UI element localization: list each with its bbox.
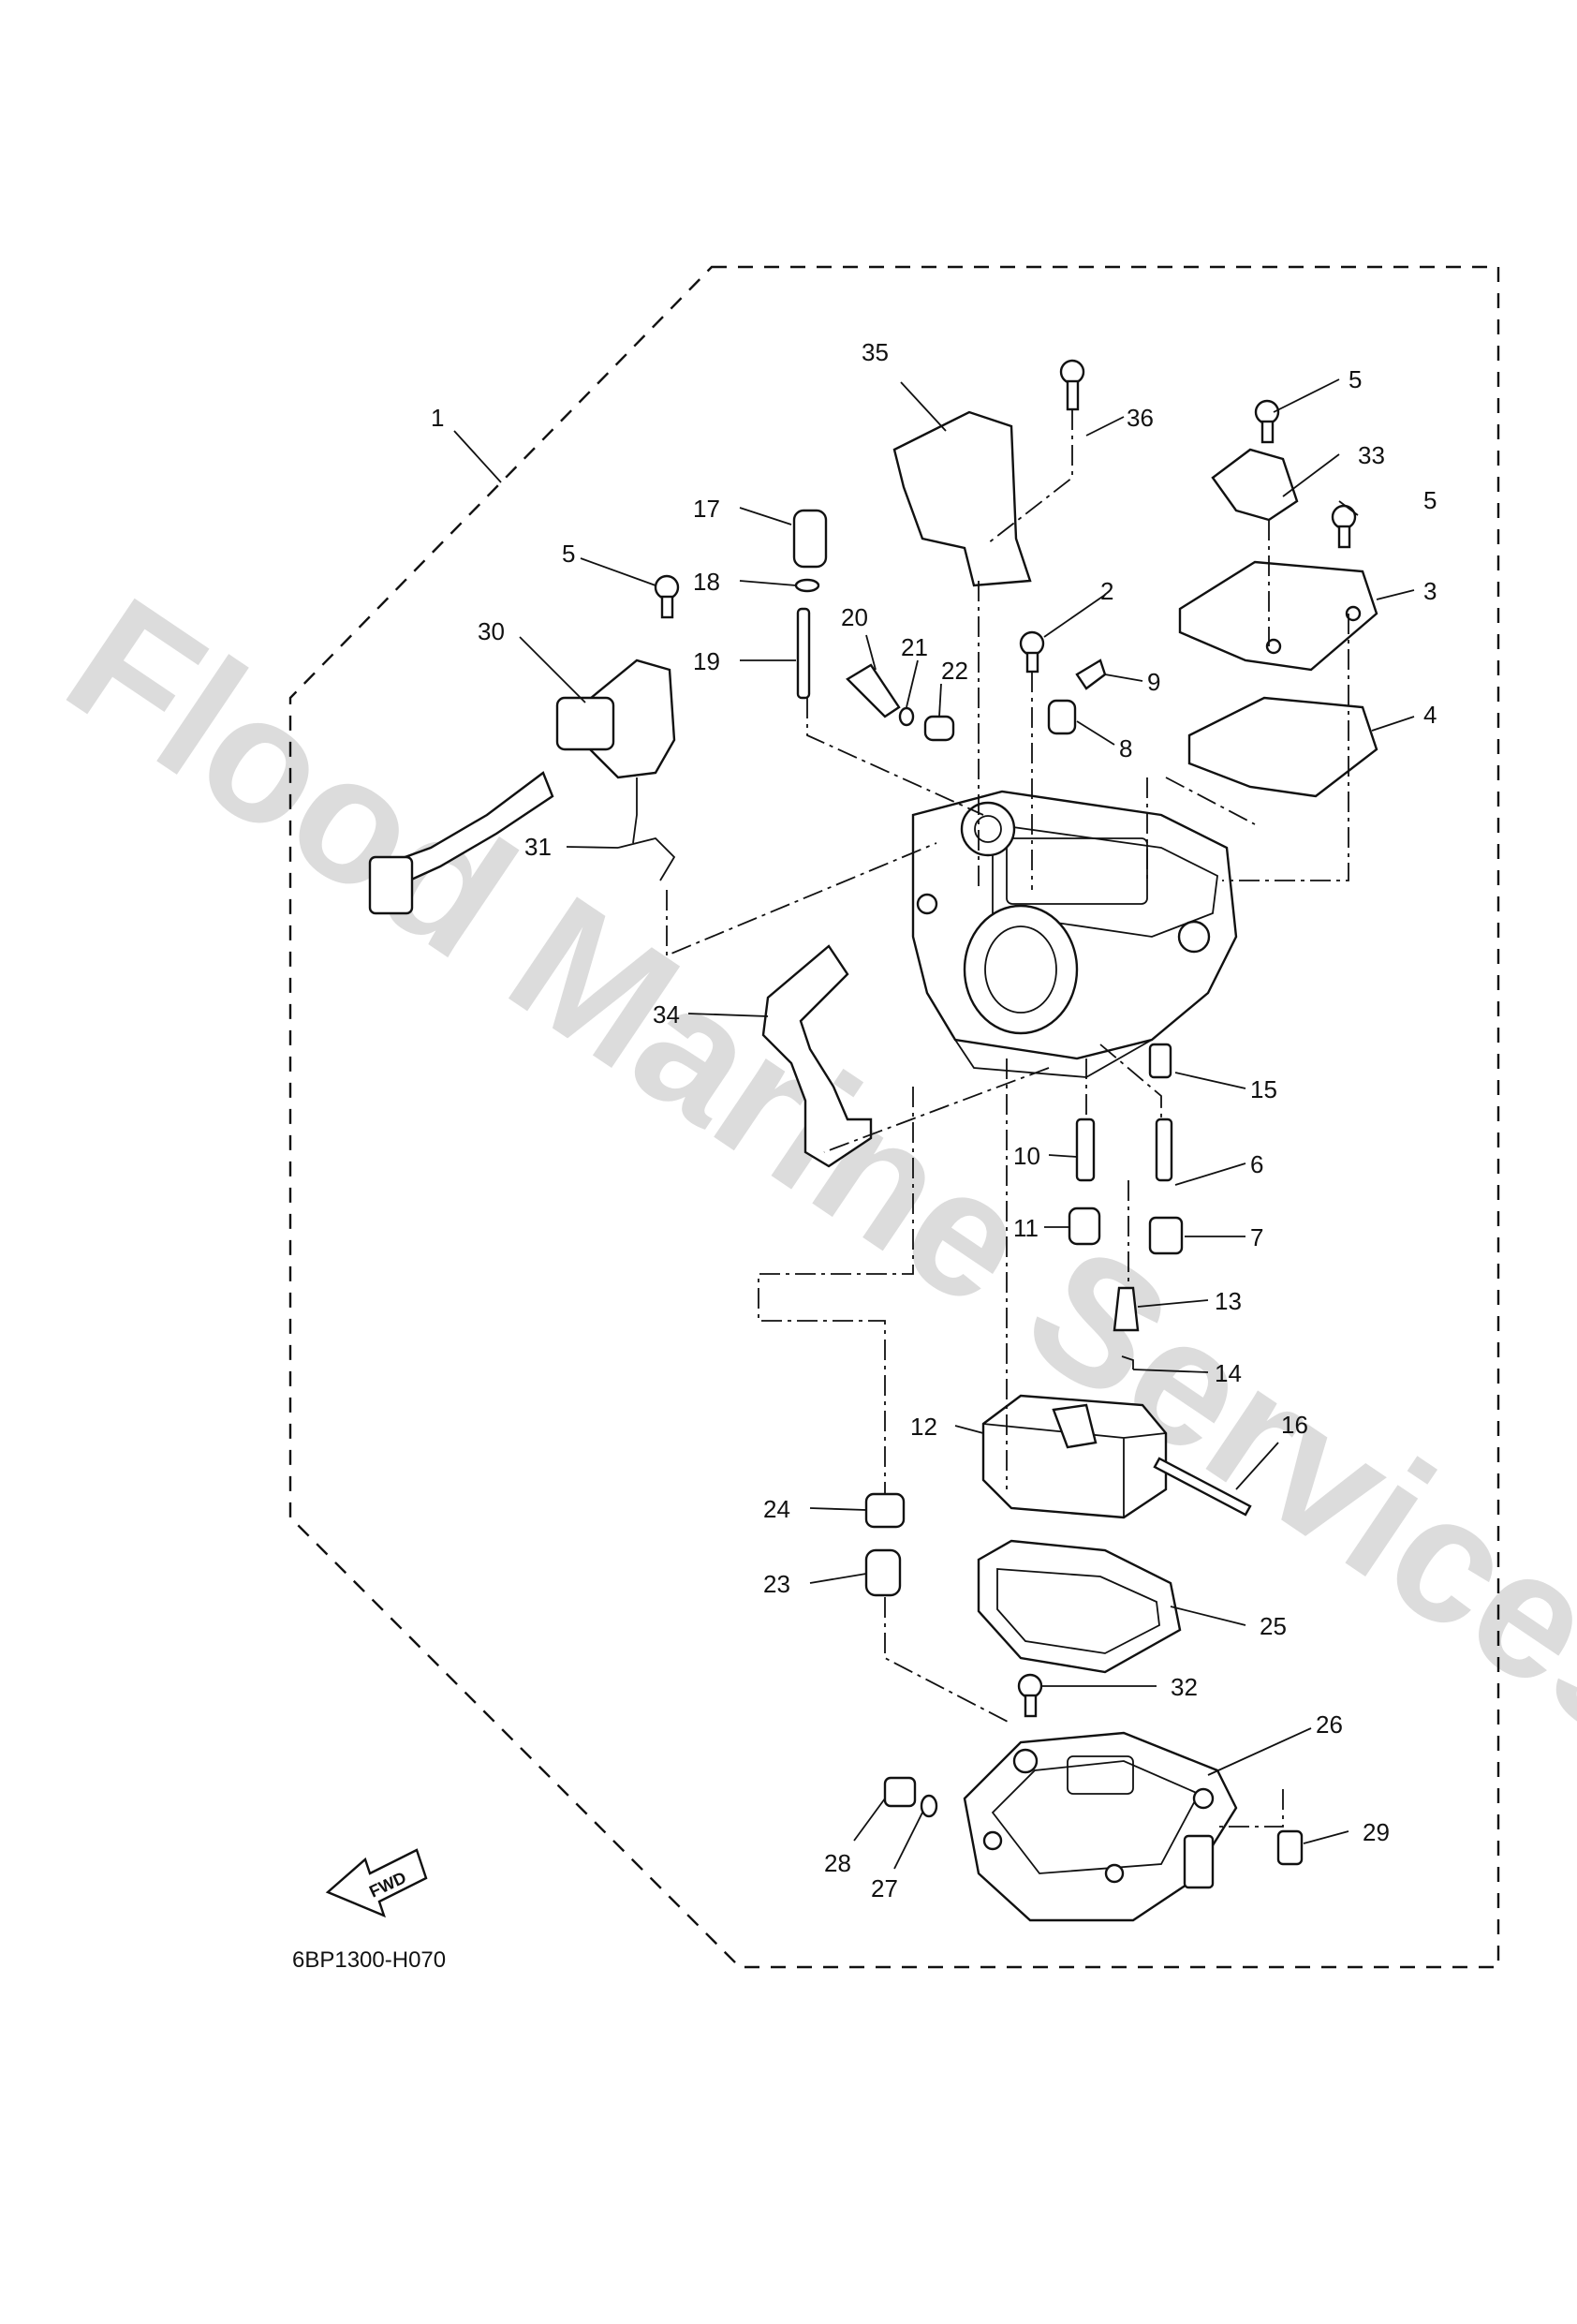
callout-4: 4 (1423, 701, 1437, 729)
callout-14: 14 (1215, 1359, 1242, 1387)
callout-34: 34 (653, 1000, 680, 1029)
float-pin-16 (1153, 1457, 1252, 1517)
callout-8: 8 (1119, 734, 1132, 762)
callout-20: 20 (841, 603, 868, 631)
float (981, 1394, 1168, 1519)
fuel-enrichment-solenoid (368, 659, 676, 915)
callout-5a: 5 (562, 540, 575, 568)
callout-13: 13 (1215, 1287, 1242, 1315)
bracket-33 (1211, 448, 1299, 522)
callout-29: 29 (1363, 1818, 1390, 1846)
callout-1: 1 (431, 404, 444, 432)
callout-labels: 1 2 3 4 5 5 5 6 7 8 9 10 11 12 13 14 15 … (431, 338, 1437, 1902)
callout-5c: 5 (1423, 486, 1437, 514)
callout-23: 23 (763, 1570, 790, 1598)
callout-31: 31 (524, 833, 552, 861)
gasket-25 (977, 1539, 1182, 1674)
cover-3 (1178, 560, 1378, 672)
callout-36: 36 (1127, 404, 1154, 432)
callout-33: 33 (1358, 441, 1385, 469)
alignment-lines (666, 409, 1349, 1828)
callout-22: 22 (941, 657, 968, 685)
callout-7: 7 (1250, 1223, 1263, 1251)
callout-12: 12 (910, 1413, 937, 1441)
callout-19: 19 (693, 647, 720, 675)
diagram-code: 6BP1300-H070 (292, 1947, 446, 1973)
bracket-35 (892, 410, 1032, 587)
callout-10: 10 (1013, 1142, 1040, 1170)
callout-21: 21 (901, 633, 928, 661)
callout-16: 16 (1281, 1411, 1308, 1439)
callout-26: 26 (1316, 1710, 1343, 1739)
callout-25: 25 (1260, 1612, 1287, 1640)
callout-9: 9 (1147, 668, 1160, 696)
assembly-boundary (288, 265, 1500, 1969)
callout-11: 11 (1013, 1214, 1039, 1242)
small-parts (617, 359, 1357, 1866)
callout-17: 17 (693, 495, 720, 523)
callout-35: 35 (862, 338, 889, 366)
leader-lines (453, 378, 1415, 1870)
callout-3: 3 (1423, 577, 1437, 605)
callout-6: 6 (1250, 1150, 1263, 1178)
callout-2: 2 (1100, 577, 1113, 605)
callout-27: 27 (871, 1874, 898, 1902)
callout-15: 15 (1250, 1075, 1277, 1103)
callout-24: 24 (763, 1495, 790, 1523)
carburetor-body (911, 790, 1238, 1078)
callout-5b: 5 (1349, 365, 1362, 393)
fwd-arrow-icon: FWD (325, 1848, 428, 1918)
callout-32: 32 (1171, 1673, 1198, 1701)
hose-34 (761, 944, 873, 1168)
callout-18: 18 (693, 568, 720, 596)
float-bowl (963, 1731, 1238, 1922)
callout-30: 30 (478, 617, 505, 645)
gasket-4 (1187, 696, 1378, 798)
callout-28: 28 (824, 1849, 851, 1877)
